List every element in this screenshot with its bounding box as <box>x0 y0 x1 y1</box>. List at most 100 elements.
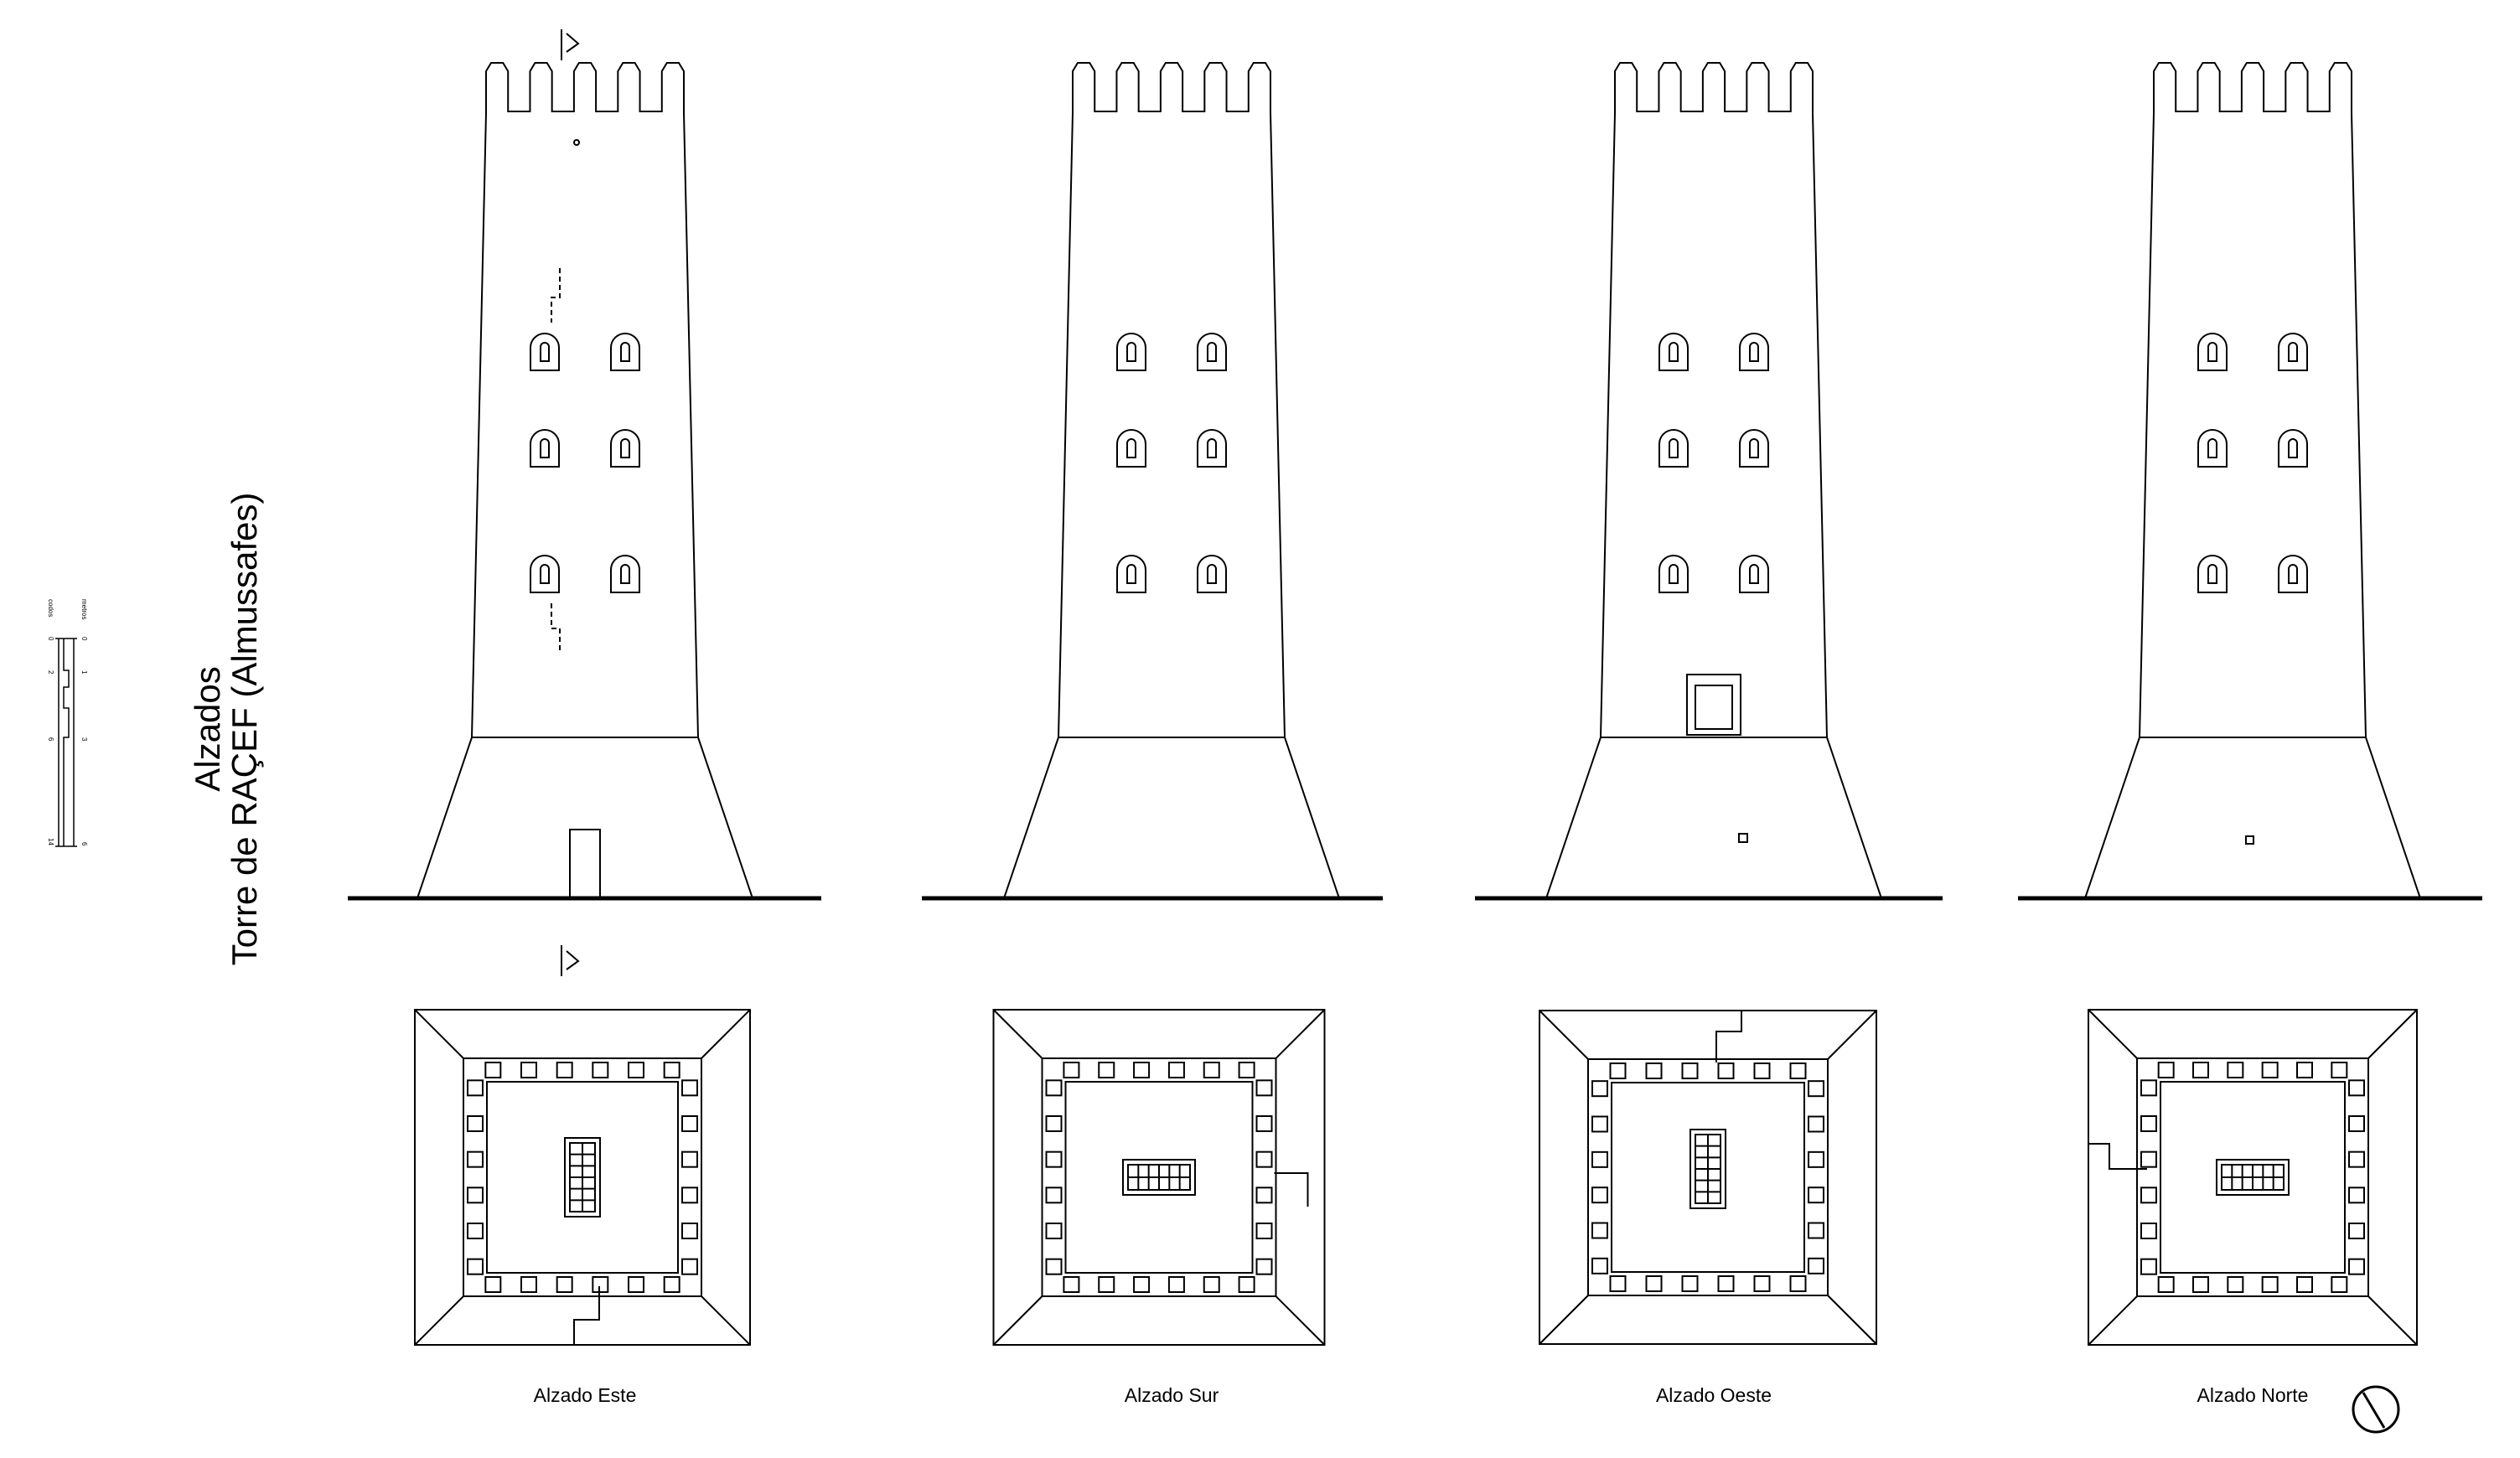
merlon <box>1255 1150 1273 1168</box>
scale-tick-bottom-1: 2 <box>47 670 54 675</box>
window-slit-icon <box>1207 438 1217 458</box>
tower-shaft <box>1599 112 1829 738</box>
plan-edge <box>992 1295 1043 1346</box>
plan-outer <box>2088 1009 2418 1346</box>
merlon <box>1717 1062 1735 1079</box>
merlon <box>1133 1062 1151 1078</box>
merlon <box>1645 1275 1663 1292</box>
tower-elevations <box>348 62 2482 901</box>
merlon <box>467 1187 484 1204</box>
view-label-este: Alzado Este <box>533 1384 637 1406</box>
section-marker-icon <box>561 29 580 976</box>
window-slit-icon <box>2288 564 2298 584</box>
merlon <box>1238 1062 1255 1078</box>
merlon <box>1063 1062 1080 1078</box>
window-slit-icon <box>1126 438 1136 458</box>
merlon <box>1609 1275 1627 1292</box>
window-slit-icon <box>620 438 630 458</box>
plan-edge <box>2367 1295 2418 1346</box>
scale-tick-top-0: 0 <box>80 637 88 641</box>
window-slit-icon <box>1207 342 1217 362</box>
entrance <box>1715 1011 1742 1062</box>
merlon <box>2261 1276 2279 1293</box>
merlon <box>592 1062 609 1078</box>
merlon <box>1645 1062 1663 1079</box>
plan-edge <box>1827 1295 1877 1345</box>
merlon <box>1238 1276 1255 1293</box>
window-slit-icon <box>1749 564 1759 584</box>
merlon <box>681 1150 698 1168</box>
window-slit-icon <box>1126 564 1136 584</box>
merlon <box>484 1062 502 1078</box>
merlon <box>2140 1258 2157 1275</box>
plan-outer <box>1539 1010 1877 1345</box>
window-icon <box>530 429 560 468</box>
merlon <box>556 1276 573 1293</box>
merlon <box>1591 1187 1608 1204</box>
window-icon <box>1658 333 1689 371</box>
window-icon <box>2197 333 2228 371</box>
merlon <box>1045 1187 1063 1204</box>
plan-edge <box>992 1009 1043 1059</box>
merlon <box>2227 1062 2244 1078</box>
tower-base <box>416 737 754 899</box>
entrance <box>1274 1172 1309 1207</box>
merlon <box>1591 1115 1608 1133</box>
merlon <box>2331 1062 2348 1078</box>
merlon <box>2192 1062 2209 1078</box>
scale-tick-bottom-3: 14 <box>47 838 54 845</box>
tower-shaft <box>470 112 700 738</box>
window-icon <box>1197 555 1227 593</box>
plan-edge <box>701 1009 751 1059</box>
merlon <box>663 1276 680 1293</box>
merlon <box>1203 1062 1220 1078</box>
window-slit-icon <box>1126 342 1136 362</box>
merlon <box>1591 1222 1608 1239</box>
merlon <box>1591 1150 1608 1168</box>
tower-elevation <box>922 62 1383 901</box>
merlon <box>681 1258 698 1275</box>
plan-edge <box>414 1295 464 1346</box>
window-slit-icon <box>1749 342 1759 362</box>
battlements <box>2153 62 2352 113</box>
merlon <box>2296 1276 2313 1293</box>
merlon <box>1203 1276 1220 1293</box>
plan-outer <box>414 1009 751 1346</box>
plan-edge <box>1275 1009 1326 1059</box>
merlon <box>1609 1062 1627 1079</box>
merlon <box>2348 1079 2365 1097</box>
merlon <box>1808 1257 1824 1274</box>
merlon <box>2192 1276 2209 1293</box>
plan-parapet <box>1587 1058 1829 1296</box>
window-slit-icon <box>540 342 550 362</box>
window-slit-icon <box>1669 342 1679 362</box>
tower-base <box>2083 737 2422 899</box>
small-hole <box>2245 835 2254 845</box>
window-icon <box>1739 555 1769 593</box>
merlon <box>1045 1150 1063 1168</box>
merlon <box>484 1276 502 1293</box>
merlon <box>1681 1275 1699 1292</box>
merlon <box>2157 1062 2175 1078</box>
window-icon <box>530 555 560 593</box>
merlon <box>1255 1187 1273 1204</box>
scale-tick-top-1: 1 <box>80 670 88 675</box>
window-slit-icon <box>1669 564 1679 584</box>
merlon <box>592 1276 609 1293</box>
window-icon <box>1116 333 1146 371</box>
merlon <box>2348 1223 2365 1239</box>
merlon <box>2140 1187 2157 1204</box>
merlon <box>1808 1115 1824 1133</box>
hatch-icon <box>1122 1159 1196 1196</box>
plan-edge <box>1539 1295 1589 1345</box>
window-slit-icon <box>2207 438 2217 458</box>
tower-plan <box>2088 1009 2418 1346</box>
merlon <box>2348 1258 2365 1275</box>
plan-edge <box>2088 1295 2138 1346</box>
tower-shaft <box>2138 112 2367 738</box>
scale-tick-top-2: 3 <box>80 737 88 742</box>
merlon <box>1808 1080 1824 1098</box>
window-icon <box>2278 429 2308 468</box>
window-icon <box>1197 429 1227 468</box>
